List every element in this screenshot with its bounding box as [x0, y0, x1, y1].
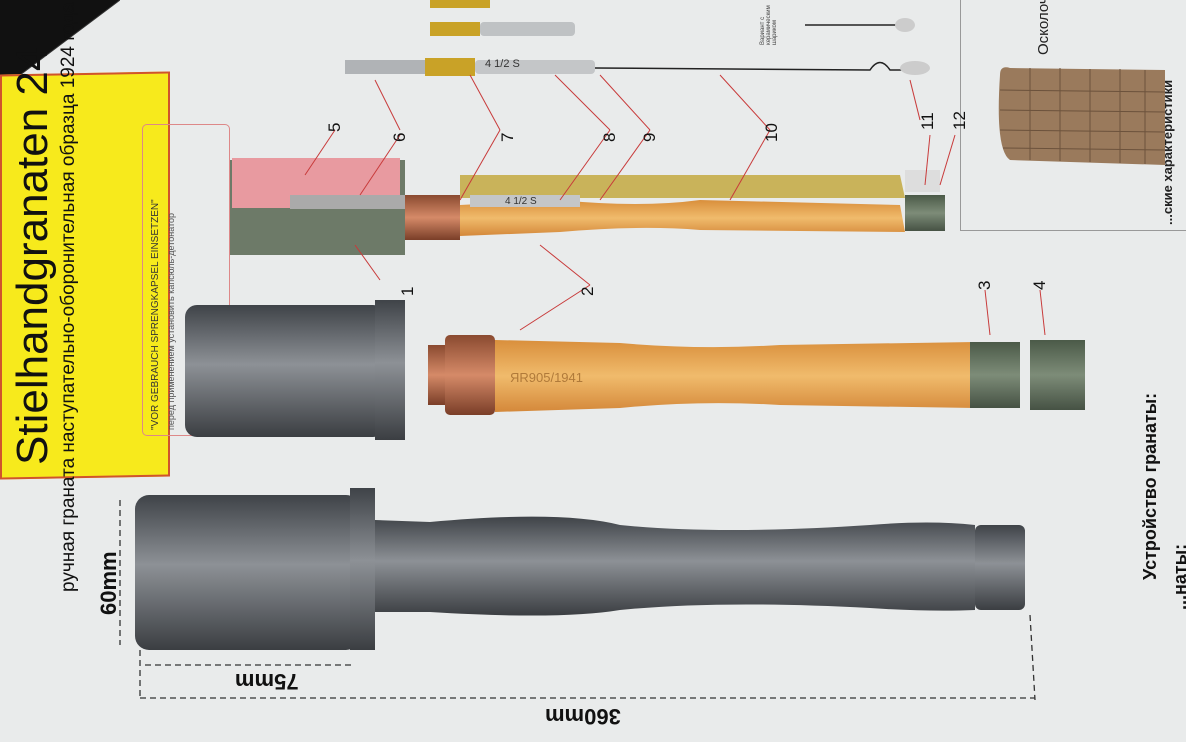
dimension-lines: [119, 500, 1036, 701]
handle-marking: ЯR905/1941: [510, 370, 583, 385]
callout-8: 8: [600, 132, 619, 142]
sleeve-panel: [960, 0, 1186, 231]
cutaway-fuse-marking: 4 1/2 S: [505, 196, 537, 207]
fragmentation-sleeve-image: [998, 67, 1166, 165]
callout-3: 3: [975, 280, 994, 290]
cutaway-grenade: [230, 158, 945, 255]
callout-4: 4: [1030, 280, 1049, 290]
callout-5: 5: [325, 122, 344, 132]
callout-9: 9: [640, 132, 659, 142]
callout-1: 1: [398, 286, 417, 296]
callout-6: 6: [390, 132, 409, 142]
callout-11: 11: [918, 112, 937, 130]
head-length-dimension: 75mm: [235, 669, 299, 694]
characteristics-heading: ...ские характеристики: [1160, 79, 1175, 225]
diameter-dimension: 60mm: [96, 551, 121, 615]
exploded-grenade: [185, 300, 1085, 440]
total-length-dimension: 360mm: [545, 704, 621, 729]
callout-2: 2: [578, 286, 597, 296]
device-section-partial: ...наты:: [1170, 543, 1186, 610]
assembled-grenade: [135, 488, 1025, 650]
callout-lines: [304, 74, 1046, 336]
sleeve-label: Осколочная рубашка: [1035, 0, 1052, 55]
warning-note-box: [142, 124, 230, 436]
device-section-title: Устройство гранаты:: [1140, 392, 1160, 580]
callout-12: 12: [950, 111, 969, 130]
callout-10: 10: [762, 123, 781, 142]
fuse-parts: [345, 0, 930, 76]
callout-7: 7: [498, 132, 517, 142]
fuse-marking: 4 1/2 S: [485, 58, 520, 70]
variant-label: Вариант с керамическим шариком: [760, 5, 778, 45]
